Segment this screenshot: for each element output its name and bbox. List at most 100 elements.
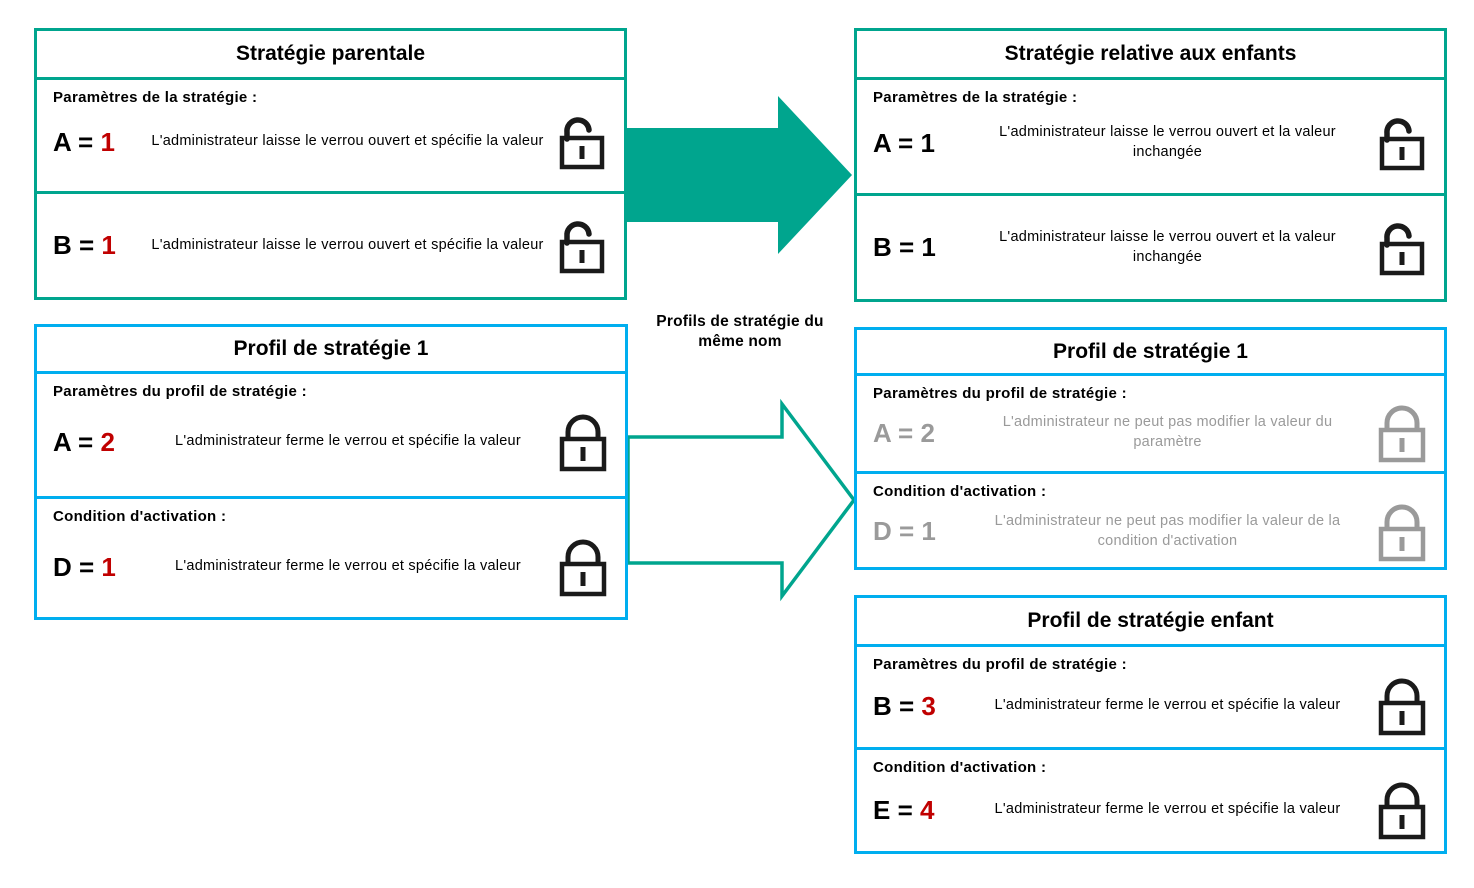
setting-value-text: 4	[919, 794, 935, 825]
row-setting-a: A = 1 L'administrateur laisse le verrou …	[857, 106, 1444, 180]
lock-cell-b	[1370, 676, 1434, 736]
setting-key-text: A = 2	[873, 417, 935, 448]
row-setting-a: A = 2 L'administrateur ferme le verrou e…	[37, 400, 625, 484]
setting-key-text: D = 1	[873, 516, 936, 546]
section-child-policy-settings: Paramètres de la stratégie : A = 1 L'adm…	[857, 80, 1444, 193]
setting-key-a: A = 1	[873, 128, 965, 159]
lock-cell-d	[551, 537, 615, 597]
setting-key-text: A = 1	[873, 127, 935, 158]
setting-value-text: 3	[921, 690, 936, 721]
lock-cell-e	[1370, 780, 1434, 840]
section-enablement-condition: Condition d'activation : D = 1 L'adminis…	[37, 496, 625, 617]
section-profile-settings: Paramètres du profil de stratégie : A = …	[37, 374, 625, 496]
caption-line-1: Profils de stratégie du	[656, 313, 824, 330]
row-setting-b: B = 1 L'administrateur laisse le verrou …	[37, 194, 624, 297]
setting-description-b: L'administrateur laisse le verrou ouvert…	[999, 228, 1336, 265]
section-enablement-condition: Condition d'activation : E = 4 L'adminis…	[857, 747, 1444, 848]
row-setting-d: D = 1 L'administrateur ne peut pas modif…	[857, 500, 1444, 563]
setting-description-a: L'administrateur laisse le verrou ouvert…	[151, 133, 544, 150]
setting-key-a: A = 1	[53, 127, 145, 158]
lock-cell-a	[550, 113, 614, 171]
setting-description-e: L'administrateur ferme le verrou et spéc…	[994, 801, 1341, 818]
setting-description-a: L'administrateur ferme le verrou et spéc…	[175, 433, 521, 450]
setting-value-text: 2	[100, 426, 115, 457]
card-title-text: Stratégie relative aux enfants	[1004, 42, 1297, 65]
section-label-profile-settings: Paramètres du profil de stratégie :	[873, 385, 1127, 402]
setting-key-b: B = 1	[873, 232, 965, 263]
card-title-child-policy-profile: Profil de stratégie enfant	[857, 598, 1444, 647]
setting-value-text: 1	[101, 230, 116, 260]
lock-cell-b	[1370, 219, 1434, 277]
unlocked-icon	[1379, 118, 1425, 171]
row-setting-d: D = 1 L'administrateur ferme le verrou e…	[37, 525, 625, 609]
setting-key-text: B =	[53, 230, 102, 260]
setting-description-b: L'administrateur ferme le verrou et spéc…	[994, 697, 1341, 714]
card-title-text: Profil de stratégie 1	[1053, 339, 1248, 363]
section-profile-settings: Paramètres du profil de stratégie : B = …	[857, 647, 1444, 747]
unlocked-icon	[1379, 222, 1425, 275]
row-setting-e: E = 4 L'administrateur ferme le verrou e…	[857, 776, 1444, 844]
card-policy-profile-1-left: Profil de stratégie 1 Paramètres du prof…	[34, 324, 628, 620]
setting-key-d: D = 1	[53, 552, 145, 583]
lock-cell-a	[1370, 403, 1434, 463]
row-setting-b: B = 1 L'administrateur laisse le verrou …	[857, 196, 1444, 299]
setting-description-a: L'administrateur laisse le verrou ouvert…	[999, 124, 1336, 160]
card-title-parent-policy: Stratégie parentale	[37, 31, 624, 80]
arrow-outline-profile-to-profile	[626, 398, 857, 602]
setting-key-text: A =	[53, 126, 101, 157]
lock-cell-d	[1370, 502, 1434, 562]
locked-icon	[559, 539, 607, 597]
section-profile-settings: Paramètres du profil de stratégie : A = …	[857, 376, 1444, 471]
locked-icon	[1378, 405, 1426, 463]
card-title-text: Profil de stratégie 1	[233, 337, 429, 360]
setting-key-text: B = 1	[873, 232, 936, 262]
card-title-text: Profil de stratégie enfant	[1027, 609, 1274, 632]
card-parent-policy: Stratégie parentale Paramètres de la str…	[34, 28, 627, 300]
setting-key-b: B = 3	[873, 691, 965, 722]
section-child-policy-setting-b: B = 1 L'administrateur laisse le verrou …	[857, 193, 1444, 299]
lock-cell-b	[550, 217, 614, 275]
card-child-policy-profile: Profil de stratégie enfant Paramètres du…	[854, 595, 1447, 854]
setting-key-text: B =	[873, 690, 922, 721]
setting-key-b: B = 1	[53, 230, 145, 261]
section-enablement-condition: Condition d'activation : D = 1 L'adminis…	[857, 471, 1444, 567]
section-label-policy-settings: Paramètres de la stratégie :	[53, 89, 258, 106]
locked-icon	[1378, 782, 1426, 840]
section-label-enablement-condition: Condition d'activation :	[873, 759, 1047, 776]
card-title-text: Stratégie parentale	[235, 42, 426, 65]
lock-cell-a	[551, 412, 615, 472]
locked-icon	[559, 414, 607, 472]
locked-icon	[1378, 504, 1426, 561]
card-child-policy: Stratégie relative aux enfants Paramètre…	[854, 28, 1447, 302]
locked-icon	[1378, 678, 1426, 736]
row-setting-a: A = 1 L'administrateur laisse le verrou …	[37, 106, 624, 178]
lock-cell-a	[1370, 114, 1434, 172]
unlocked-icon	[559, 117, 605, 170]
setting-key-a: A = 2	[53, 427, 145, 458]
setting-description-b: L'administrateur laisse le verrou ouvert…	[151, 236, 544, 253]
card-title-policy-profile-1-left: Profil de stratégie 1	[37, 327, 625, 374]
card-policy-profile-1-right: Profil de stratégie 1 Paramètres du prof…	[854, 327, 1447, 570]
unlocked-icon	[559, 220, 605, 273]
setting-description-a: L'administrateur ne peut pas modifier la…	[1002, 414, 1333, 450]
row-setting-a: A = 2 L'administrateur ne peut pas modif…	[857, 402, 1444, 464]
setting-description-d: L'administrateur ne peut pas modifier la…	[994, 512, 1341, 549]
setting-key-e: E = 4	[873, 795, 965, 826]
arrow-solid-parent-to-child	[626, 96, 852, 254]
setting-description-d: L'administrateur ferme le verrou et spéc…	[175, 558, 521, 575]
section-label-profile-settings: Paramètres du profil de stratégie :	[873, 656, 1127, 673]
setting-value-text: 1	[101, 551, 116, 582]
setting-key-d: D = 1	[873, 516, 965, 547]
caption-line-2: même nom	[698, 333, 782, 351]
center-caption: Profils de stratégie du même nom	[636, 312, 844, 353]
card-title-child-policy: Stratégie relative aux enfants	[857, 31, 1444, 80]
section-label-policy-settings: Paramètres de la stratégie :	[873, 89, 1078, 106]
card-title-policy-profile-1-right: Profil de stratégie 1	[857, 330, 1444, 376]
section-label-enablement-condition: Condition d'activation :	[873, 483, 1047, 500]
setting-key-text: D =	[53, 551, 102, 582]
section-label-enablement-condition: Condition d'activation :	[53, 508, 227, 525]
section-parent-policy-settings: Paramètres de la stratégie : A = 1 L'adm…	[37, 80, 624, 191]
setting-key-text: E =	[873, 794, 920, 825]
setting-value-text: 1	[100, 126, 115, 157]
